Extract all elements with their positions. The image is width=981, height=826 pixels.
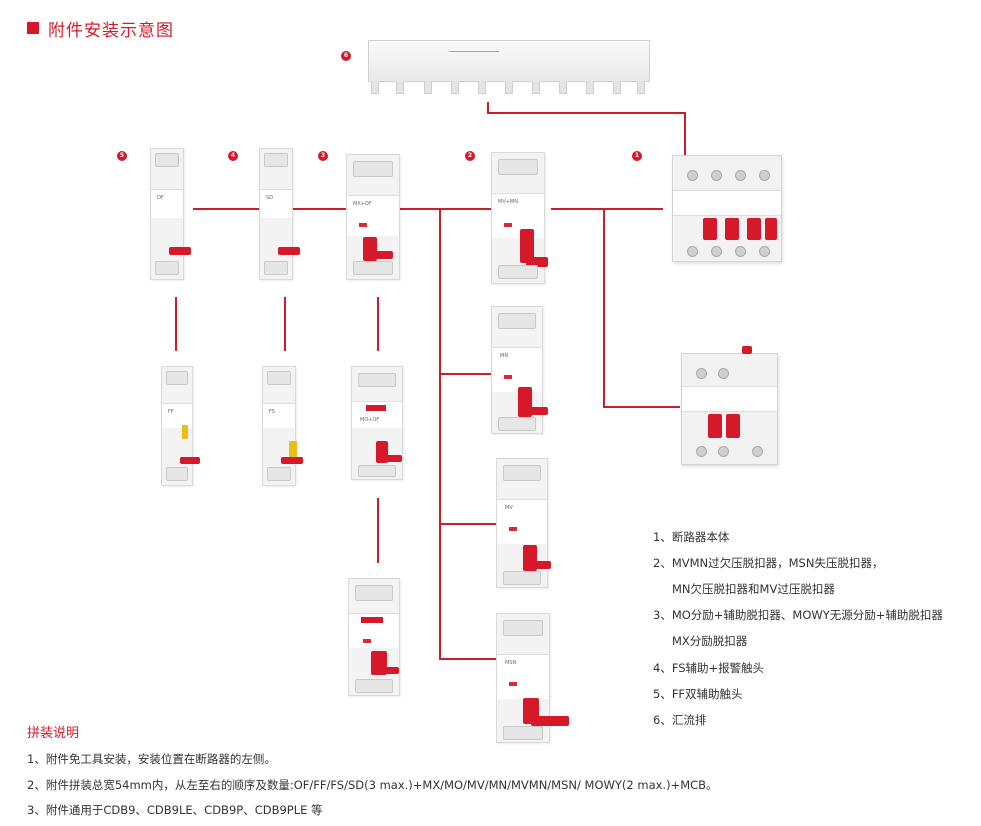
legend-item-2-cont: MN欠压脱扣器和MV过压脱扣器 [672, 582, 835, 596]
legend-item-4: 4、FS辅助+报警触头 [653, 661, 765, 675]
note-item-3: 3、附件通用于CDB9、CDB9LE、CDB9P、CDB9PLE 等 [27, 803, 323, 817]
device-mx-of-image: MX+OF [346, 154, 400, 280]
connector-busbar-horizontal [487, 112, 686, 114]
connector-branch-vertical [439, 208, 441, 660]
connector-main-down [603, 208, 605, 408]
rcbo-breaker-image [681, 346, 778, 465]
title-marker-icon [27, 22, 39, 34]
badge-1: 1 [632, 151, 642, 161]
badge-3: 3 [318, 151, 328, 161]
badge-6: 6 [341, 51, 351, 61]
legend-item-3-cont: MX分励脱扣器 [672, 634, 748, 648]
badge-5: 5 [117, 151, 127, 161]
device-msn-image: MSN [496, 613, 569, 743]
legend-item-3: 3、MO分励+辅助脱扣器、MOWY无源分励+辅助脱扣器 [653, 608, 943, 622]
device-mo-of-image: MO+OF [351, 366, 403, 480]
busbar-stripe [449, 51, 499, 52]
legend-item-6: 6、汇流排 [653, 713, 707, 727]
device-mv-mn-image: MV+MN [491, 152, 548, 284]
device-mn-image: MN [491, 306, 548, 434]
connector-moof-lower [377, 498, 379, 563]
connector-busbar-vertical [684, 112, 686, 160]
device-sd-image: SD [259, 148, 300, 280]
notes-title: 拼装说明 [27, 726, 80, 741]
connector-to-rcbo [603, 406, 680, 408]
connector-sd-fs [284, 297, 286, 351]
connector-of-ff [175, 297, 177, 351]
badge-4: 4 [228, 151, 238, 161]
connector-branch-mv [439, 523, 496, 525]
device-ff-image: FF [161, 366, 200, 486]
device-fs-image: FS [262, 366, 303, 486]
busbar-image [368, 40, 650, 94]
badge-2: 2 [465, 151, 475, 161]
device-mx-lower-image [348, 578, 400, 696]
connector-main-row-left [193, 208, 493, 210]
device-of-image: OF [150, 148, 191, 280]
connector-branch-msn [439, 658, 496, 660]
legend-item-5: 5、FF双辅助触头 [653, 687, 743, 701]
connector-main-row-right [551, 208, 663, 210]
note-item-1: 1、附件免工具安装，安装位置在断路器的左侧。 [27, 752, 276, 766]
device-mv-image: MV [496, 458, 551, 588]
connector-mxof-moof [377, 297, 379, 351]
legend-item-2: 2、MVMN过欠压脱扣器，MSN失压脱扣器， [653, 556, 884, 570]
connector-branch-mn [439, 373, 491, 375]
main-breaker-4p-image [672, 155, 782, 262]
connector-busbar-drop [487, 102, 489, 114]
note-item-2: 2、附件拼装总宽54mm内，从左至右的顺序及数量:OF/FF/FS/SD(3 m… [27, 778, 718, 792]
legend-item-1: 1、断路器本体 [653, 530, 730, 544]
page-title: 附件安装示意图 [48, 21, 174, 41]
